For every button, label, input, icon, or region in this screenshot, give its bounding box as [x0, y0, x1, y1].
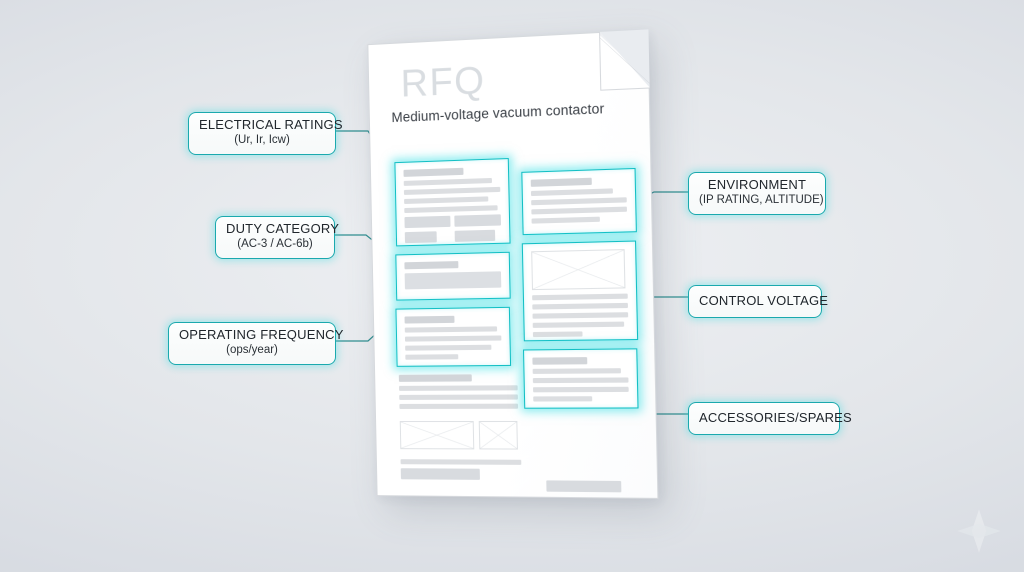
callout-label-primary: DUTY CATEGORY: [226, 222, 324, 237]
callout-operating-frequency[interactable]: OPERATING FREQUENCY (ops/year): [168, 322, 336, 365]
callout-label-secondary: (AC-3 / AC-6b): [226, 238, 324, 252]
callout-duty-category[interactable]: DUTY CATEGORY (AC-3 / AC-6b): [215, 216, 335, 259]
callout-control-voltage[interactable]: CONTROL VOLTAGE: [688, 285, 822, 318]
footer-caption: [401, 459, 522, 484]
block-control-voltage[interactable]: [522, 241, 638, 342]
footer-signature-bar: [546, 480, 621, 496]
paper-sheet: RFQ Medium-voltage vacuum contactor: [367, 29, 658, 499]
callout-label-secondary: (ops/year): [179, 344, 325, 358]
block-operating-frequency[interactable]: [395, 307, 511, 367]
image-placeholder-control: [531, 249, 626, 290]
watermark-logo: [952, 504, 1006, 558]
callout-label-primary: CONTROL VOLTAGE: [699, 293, 811, 309]
block-environment[interactable]: [521, 168, 637, 235]
block-electrical-ratings[interactable]: [394, 158, 510, 246]
callout-label-primary: ACCESSORIES/SPARES: [699, 410, 829, 426]
page-title: RFQ: [400, 54, 632, 104]
image-placeholder-small: [479, 421, 518, 450]
callout-label-secondary: (IP RATING, ALTITUDE): [699, 194, 815, 208]
block-duty-category[interactable]: [395, 252, 510, 301]
block-accessories-spares[interactable]: [523, 348, 639, 408]
callout-electrical-ratings[interactable]: ELECTRICAL RATINGS (Ur, Ir, Icw): [188, 112, 336, 155]
callout-accessories-spares[interactable]: ACCESSORIES/SPARES: [688, 402, 840, 435]
image-placeholder-wide: [400, 421, 475, 449]
footer-text-group: [399, 374, 518, 413]
rfq-document: RFQ Medium-voltage vacuum contactor: [367, 29, 658, 499]
callout-label-primary: ENVIRONMENT: [699, 178, 815, 193]
callout-label-primary: OPERATING FREQUENCY: [179, 328, 325, 343]
callout-label-primary: ELECTRICAL RATINGS: [199, 118, 325, 133]
callout-environment[interactable]: ENVIRONMENT (IP RATING, ALTITUDE): [688, 172, 826, 215]
document-body: [390, 154, 640, 488]
callout-label-secondary: (Ur, Ir, Icw): [199, 134, 325, 148]
footer-image-placeholders: [400, 421, 518, 450]
